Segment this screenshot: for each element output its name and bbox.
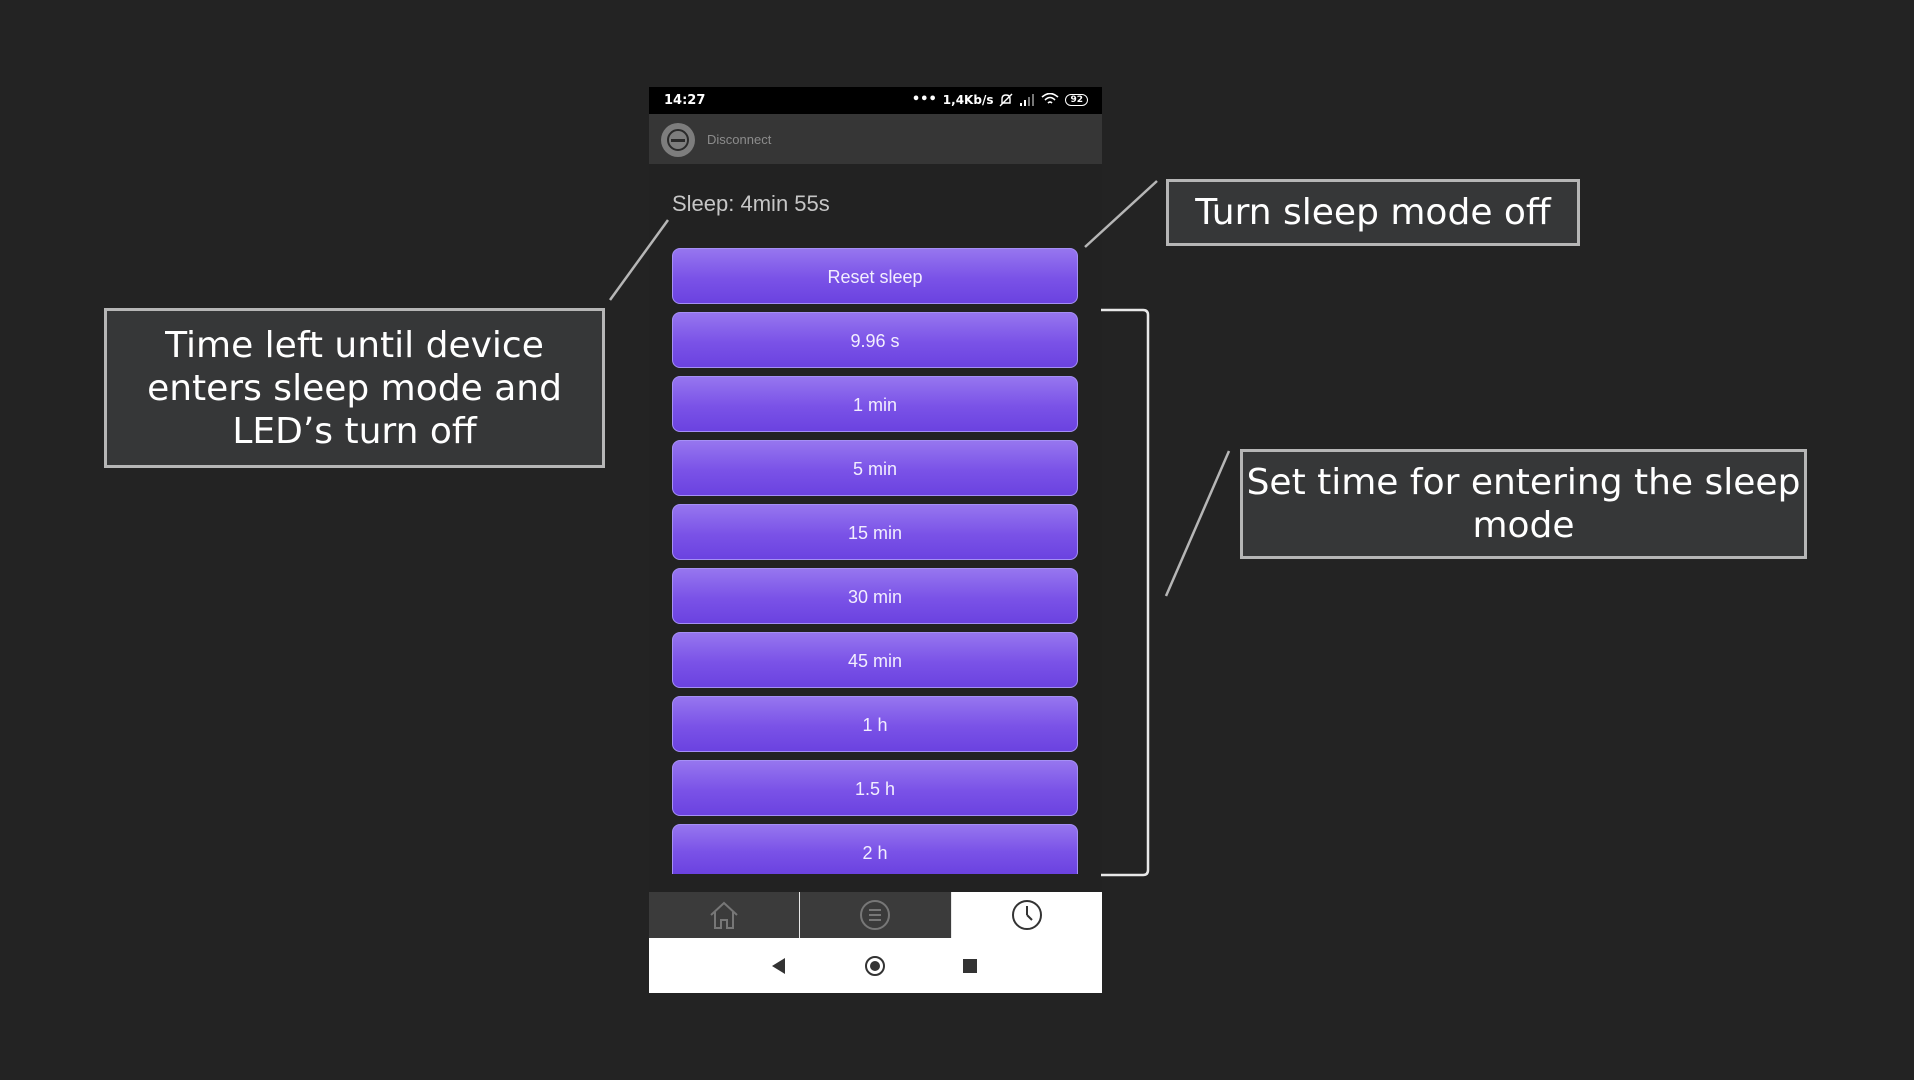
sleep-option-button[interactable]: 5 min — [672, 440, 1078, 496]
sleep-option-button[interactable]: 1 min — [672, 376, 1078, 432]
sleep-option-button[interactable]: 2 h — [672, 824, 1078, 874]
callout-text-line: mode — [1472, 505, 1575, 546]
app-bar: Disconnect — [649, 114, 1102, 164]
mute-icon — [999, 93, 1013, 106]
sleep-countdown: Sleep: 4min 55s — [672, 191, 830, 216]
back-icon[interactable] — [772, 958, 785, 974]
tab-home[interactable] — [649, 892, 800, 938]
callout-text-line: enters sleep mode and — [147, 367, 562, 409]
sleep-option-button[interactable]: 1 h — [672, 696, 1078, 752]
tab-list[interactable] — [799, 892, 951, 938]
bottom-tab-bar — [649, 892, 1102, 938]
callout-text-line: LED’s turn off — [232, 410, 477, 452]
wifi-icon — [1041, 93, 1059, 104]
callout-text-line: Turn sleep mode off — [1195, 192, 1551, 233]
callout-set-time: Set time for entering the sleep mode — [1240, 449, 1807, 559]
sleep-option-button[interactable]: 1.5 h — [672, 760, 1078, 816]
sleep-option-button[interactable]: 45 min — [672, 632, 1078, 688]
clock-icon — [1011, 900, 1042, 930]
recent-apps-icon[interactable] — [963, 959, 977, 973]
pointer-line-options — [1164, 450, 1231, 597]
status-icons: ••• 1,4Kb/s 92 — [912, 92, 1088, 107]
home-circle-icon[interactable] — [865, 956, 885, 976]
network-speed: 1,4Kb/s — [942, 92, 994, 107]
callout-turn-off: Turn sleep mode off — [1166, 179, 1580, 246]
phone-screen: 14:27 ••• 1,4Kb/s — [649, 87, 1102, 993]
home-icon — [710, 901, 738, 929]
minus-circle-icon[interactable] — [661, 123, 695, 157]
disconnect-button[interactable]: Disconnect — [707, 132, 772, 147]
callout-text-line: Time left until device — [165, 324, 544, 366]
sleep-option-button[interactable]: 15 min — [672, 504, 1078, 560]
reset-sleep-button[interactable]: Reset sleep — [672, 248, 1078, 304]
sleep-option-button[interactable]: 9.96 s — [672, 312, 1078, 368]
callout-text-line: Set time for entering the sleep — [1246, 462, 1801, 503]
dots-icon: ••• — [911, 92, 937, 107]
status-bar: 14:27 ••• 1,4Kb/s — [649, 87, 1102, 114]
tab-sleep-timer[interactable] — [950, 892, 1102, 938]
status-time: 14:27 — [664, 93, 706, 108]
list-icon — [860, 900, 891, 930]
options-bracket — [1101, 308, 1150, 877]
signal-icon — [1020, 93, 1035, 106]
callout-time-left: Time left until device enters sleep mode… — [104, 308, 605, 468]
sleep-option-button[interactable]: 30 min — [672, 568, 1078, 624]
battery-icon: 92 — [1065, 93, 1088, 106]
system-nav-bar — [649, 938, 1102, 993]
